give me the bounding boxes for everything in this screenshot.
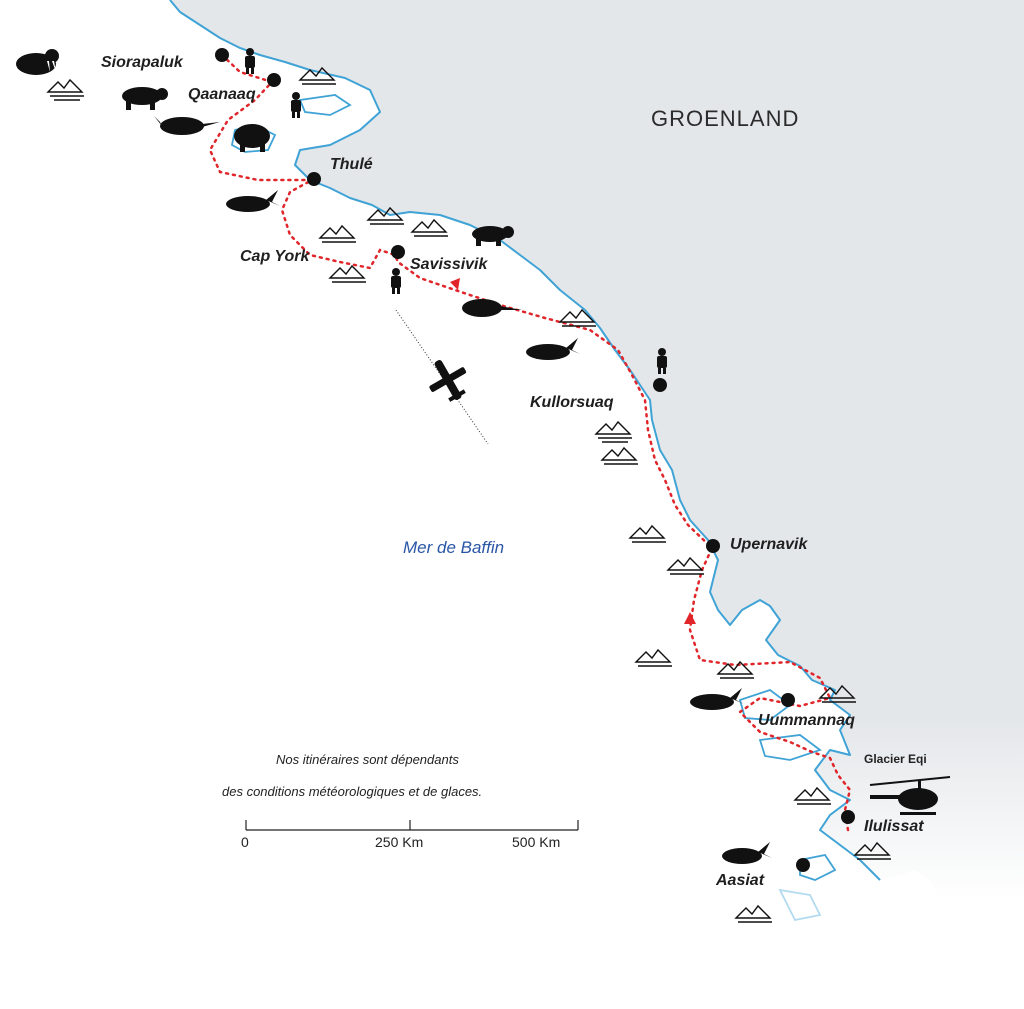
musk-ox-icon bbox=[234, 124, 270, 152]
place-thule: Thulé bbox=[330, 156, 373, 173]
iceberg-icon bbox=[600, 446, 638, 465]
coastline bbox=[169, 0, 881, 881]
place-siorapaluk: Siorapaluk bbox=[101, 54, 183, 71]
iceberg-icon bbox=[634, 648, 672, 667]
marker-uummannaq bbox=[781, 693, 795, 707]
polar-bear-icon bbox=[472, 226, 514, 246]
marker-savissivik bbox=[391, 245, 405, 259]
marker-upernavik bbox=[706, 539, 720, 553]
iceberg-icon bbox=[734, 904, 772, 923]
route-arrow-north bbox=[684, 612, 696, 624]
marker-qaanaaq bbox=[267, 73, 281, 87]
narwhal-icon bbox=[462, 299, 522, 317]
country-label: GROENLAND bbox=[651, 106, 800, 131]
place-aasiat: Aasiat bbox=[716, 872, 765, 889]
iceberg-icon bbox=[793, 786, 831, 805]
iceberg-icon bbox=[298, 66, 336, 85]
place-glacier-eqi: Glacier Eqi bbox=[864, 752, 927, 766]
whale-icon bbox=[526, 338, 580, 360]
iceberg-icon bbox=[328, 264, 366, 283]
iceberg-icon bbox=[410, 218, 448, 237]
iceberg-icon bbox=[46, 78, 84, 101]
greenland-landmass bbox=[170, 0, 1024, 900]
scale-label-0: 0 bbox=[241, 834, 249, 850]
place-upernavik: Upernavik bbox=[730, 536, 808, 553]
place-savissivik: Savissivik bbox=[410, 256, 488, 273]
iceberg-icon bbox=[594, 420, 632, 443]
iceberg-icon bbox=[628, 524, 666, 543]
iceberg-icon bbox=[716, 660, 754, 679]
inuit-figure-icon bbox=[657, 348, 667, 374]
place-uummannaq: Uummannaq bbox=[758, 712, 855, 729]
route-arrow-south bbox=[450, 278, 460, 290]
note-line-2: des conditions météorologiques et de gla… bbox=[222, 784, 483, 799]
place-cap-york: Cap York bbox=[240, 248, 310, 265]
airplane-icon bbox=[429, 360, 467, 402]
animals bbox=[16, 49, 772, 864]
place-ilulissat: Ilulissat bbox=[864, 818, 924, 835]
helicopter-icon bbox=[869, 776, 951, 815]
inuit-figures bbox=[245, 48, 667, 374]
whale-icon bbox=[722, 842, 772, 864]
town-markers bbox=[215, 48, 855, 872]
place-kullorsuaq: Kullorsuaq bbox=[530, 394, 614, 411]
marker-aasiat bbox=[796, 858, 810, 872]
cruise-route bbox=[208, 53, 852, 832]
marker-kullorsuaq bbox=[653, 378, 667, 392]
narwhal-icon bbox=[154, 116, 220, 135]
inuit-figure-icon bbox=[291, 92, 301, 118]
sea-label: Mer de Baffin bbox=[403, 538, 505, 557]
inuit-figure-icon bbox=[391, 268, 401, 294]
iceberg-icon bbox=[853, 841, 891, 860]
iceberg-icon bbox=[558, 308, 596, 327]
iceberg-icon bbox=[818, 684, 856, 703]
marker-thule bbox=[307, 172, 321, 186]
place-qaanaaq: Qaanaaq bbox=[188, 86, 256, 103]
iceberg-icon bbox=[666, 556, 704, 575]
marker-siorapaluk bbox=[215, 48, 229, 62]
whale-icon bbox=[226, 190, 280, 212]
whale-icon bbox=[690, 688, 744, 710]
note-line-1: Nos itinéraires sont dépendants bbox=[276, 752, 459, 767]
iceberg-icon bbox=[366, 206, 404, 225]
icebergs bbox=[46, 66, 891, 923]
polar-bear-icon bbox=[122, 87, 168, 110]
scale-label-500: 500 Km bbox=[512, 834, 561, 850]
scale-label-250: 250 Km bbox=[375, 834, 424, 850]
marker-ilulissat bbox=[841, 810, 855, 824]
scale-bar bbox=[245, 820, 579, 831]
walrus-icon bbox=[16, 49, 59, 75]
inuit-figure-icon bbox=[245, 48, 255, 74]
iceberg-icon bbox=[318, 224, 356, 243]
